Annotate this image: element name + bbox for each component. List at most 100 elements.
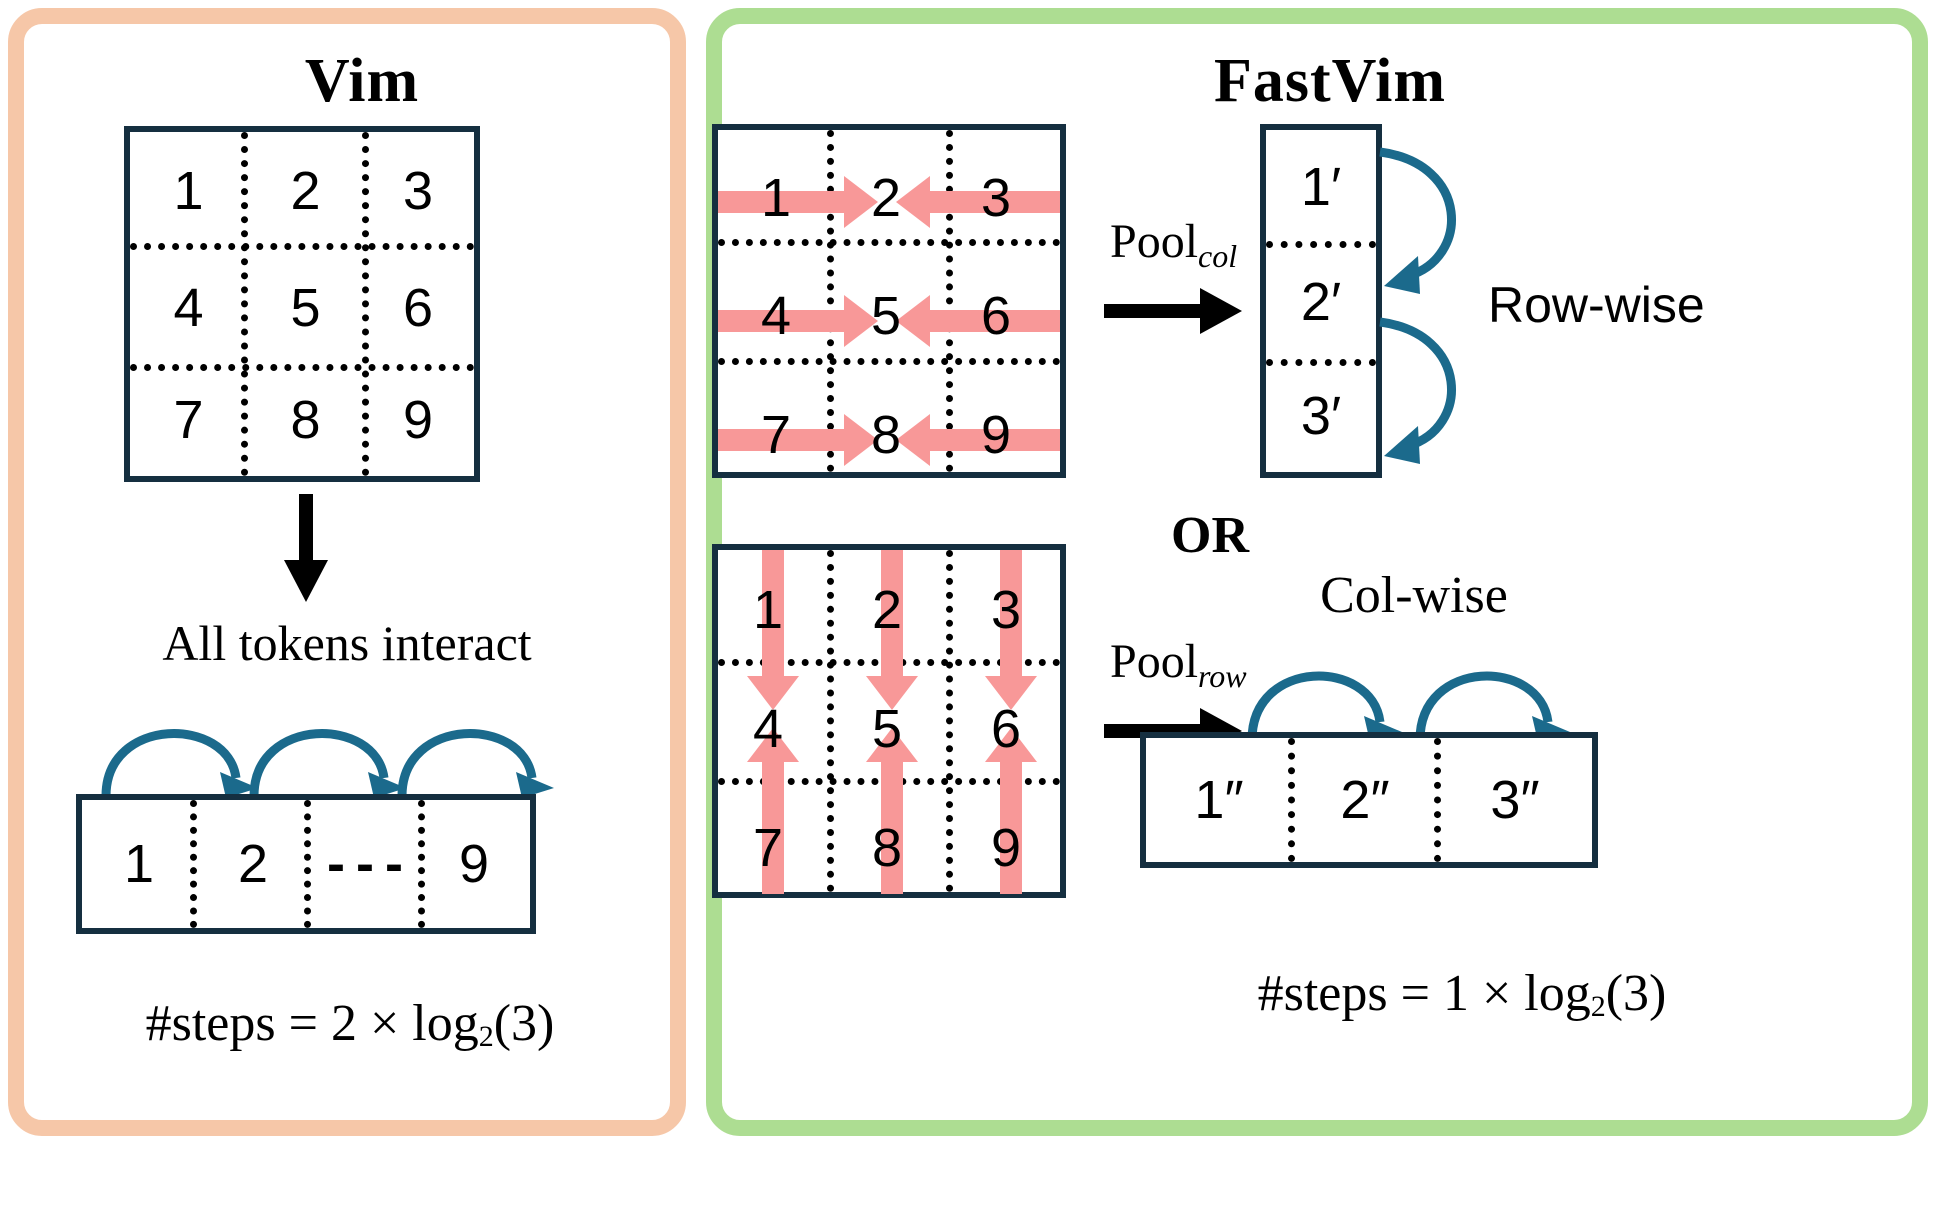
grid-divider-v1 [241, 132, 248, 476]
pink-arrow-up [762, 760, 784, 894]
pink-arrow-down [1000, 550, 1022, 678]
pool-col-label: Poolcol [1110, 214, 1237, 275]
seq-divider-v3 [418, 800, 425, 928]
grid-cell: 3 [980, 168, 1012, 228]
pink-arrow-up [1000, 760, 1022, 894]
pool-text: Pool [1110, 215, 1199, 268]
grid-cell: 6 [990, 699, 1022, 759]
pink-arrowhead-right [844, 414, 878, 466]
seq-cell: 1 [123, 834, 155, 894]
formula-arg: (3) [493, 995, 555, 1052]
grid-cell: 4 [760, 286, 792, 346]
pink-arrowhead-left [896, 176, 930, 228]
fastvim-col-grid: 1 2 3 4 5 6 7 8 9 [712, 544, 1066, 898]
grid-cell: 7 [173, 390, 204, 450]
grid-cell: 1 [173, 160, 204, 221]
pink-arrow-left [928, 429, 1060, 451]
grid-divider-v2 [946, 550, 953, 892]
or-label: OR [1171, 507, 1249, 564]
grid-cell: 3 [402, 160, 434, 221]
pink-arrowhead-down [985, 676, 1037, 710]
formula-factor: 2 [330, 995, 357, 1052]
page-title-fastvim: FastVim [1214, 47, 1446, 115]
pink-arrow-left [928, 310, 1060, 332]
pink-arrowhead-left [896, 414, 930, 466]
output-cell: 2″ [1340, 770, 1390, 830]
grid-cell: 6 [980, 286, 1012, 346]
pink-arrowhead-up [866, 728, 918, 762]
row-wise-label: Row-wise [1488, 277, 1705, 333]
down-arrow-icon [284, 494, 328, 602]
vim-token-grid: 1 2 3 4 5 6 7 8 9 [124, 126, 480, 482]
pool-text: Pool [1110, 635, 1199, 688]
grid-cell: 8 [870, 405, 902, 465]
fastvim-steps-formula: #steps = 1 × log2(3) [1062, 964, 1862, 1024]
grid-cell: 8 [871, 818, 903, 878]
seq-cell: 2 [237, 834, 269, 894]
page-title-vim: Vim [304, 47, 420, 115]
grid-cell: 7 [760, 405, 792, 465]
grid-divider-v1 [827, 130, 834, 472]
seq-cell-ellipsis: - - - [327, 834, 403, 894]
grid-cell: 9 [990, 818, 1022, 878]
seq-cell: 9 [458, 834, 490, 894]
token-interaction-arcs [101, 729, 554, 798]
fastvim-row-grid: 1 2 3 4 5 6 7 8 9 [712, 124, 1066, 478]
grid-cell: 9 [402, 390, 434, 450]
col-wise-label: Col-wise [1320, 567, 1508, 624]
grid-cell: 7 [752, 818, 784, 878]
formula-factor: 1 [1442, 965, 1469, 1022]
all-tokens-interact-label: All tokens interact [162, 615, 532, 671]
out-divider-v2 [1434, 738, 1441, 862]
row-wise-arcs [1379, 147, 1456, 464]
formula-log: log [412, 995, 479, 1052]
grid-cell: 3 [990, 580, 1022, 640]
pink-arrowhead-up [985, 728, 1037, 762]
out-divider-v1 [1288, 738, 1295, 862]
formula-times: × [356, 995, 413, 1052]
grid-cell: 4 [173, 277, 204, 338]
fastvim-row-output-box: 1′ 2′ 3′ [1260, 124, 1382, 478]
output-cell: 3″ [1490, 770, 1540, 830]
vim-panel: Vim 1 2 3 4 5 6 7 8 9 All tokens interac… [8, 8, 686, 1136]
pool-row-label: Poolrow [1110, 634, 1247, 695]
pool-col-arrow-icon [1104, 288, 1242, 334]
grid-divider-h2 [718, 358, 1060, 365]
pink-arrowhead-up [747, 728, 799, 762]
grid-divider-v2 [946, 130, 953, 472]
formula-log-base: 2 [478, 1020, 494, 1053]
pink-arrow-right [718, 310, 846, 332]
grid-divider-v1 [827, 550, 834, 892]
output-cell: 1″ [1194, 770, 1244, 830]
out-divider-h2 [1266, 359, 1376, 366]
grid-cell: 1 [760, 168, 792, 228]
grid-divider-v2 [362, 132, 369, 476]
seq-divider-v2 [304, 800, 311, 928]
output-cell: 2′ [1300, 272, 1342, 332]
vim-sequence-box: 1 2 - - - 9 [76, 794, 536, 934]
grid-cell: 2 [870, 168, 902, 228]
pink-arrowhead-left [896, 295, 930, 347]
formula-times: × [1468, 965, 1525, 1022]
grid-divider-h2 [130, 364, 474, 371]
formula-log: log [1524, 965, 1591, 1022]
col-wise-arcs [1247, 671, 1570, 742]
grid-cell: 2 [871, 580, 903, 640]
pink-arrow-down [762, 550, 784, 678]
grid-cell: 1 [752, 580, 784, 640]
grid-divider-h1 [718, 239, 1060, 246]
pool-subscript: col [1198, 238, 1238, 274]
fastvim-panel: FastVim 1 2 3 4 5 6 7 8 9 Poolcol [706, 8, 1928, 1136]
output-cell: 1′ [1300, 157, 1342, 217]
grid-cell: 5 [871, 699, 903, 759]
pink-arrowhead-down [747, 676, 799, 710]
grid-cell: 5 [870, 286, 902, 346]
grid-cell: 4 [752, 699, 784, 759]
pink-arrowhead-right [844, 295, 878, 347]
vim-steps-formula: #steps = 2 × log2(3) [50, 994, 650, 1054]
grid-cell: 2 [290, 160, 321, 221]
fastvim-col-output-box: 1″ 2″ 3″ [1140, 732, 1598, 868]
seq-divider-v1 [190, 800, 197, 928]
pink-arrow-left [928, 191, 1060, 213]
formula-log-base: 2 [1590, 990, 1606, 1023]
